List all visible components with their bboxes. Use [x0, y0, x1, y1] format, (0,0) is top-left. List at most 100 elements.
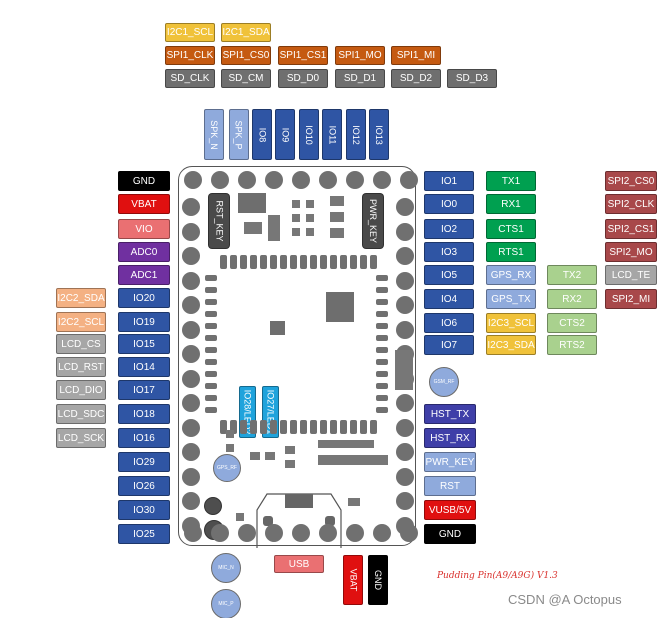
pin-label-text: IO29 [133, 456, 155, 468]
board-caption: Pudding Pin(A9/A9G) V1.3 [437, 571, 558, 581]
pin-label-sd-d2: SD_D2 [391, 69, 441, 88]
module-pad [376, 299, 388, 305]
pin-label-io0: IO0 [424, 194, 474, 214]
pin-label-vio: VIO [118, 219, 170, 239]
edge-pad [182, 345, 200, 363]
module-pad [376, 323, 388, 329]
pin-label-text: SD_D3 [455, 73, 489, 84]
component [306, 214, 314, 222]
component [238, 193, 266, 213]
gsm-rf-connector: GSM_RF [429, 367, 459, 397]
component [292, 228, 300, 236]
pin-label-i2c3-sda: I2C3_SDA [486, 335, 536, 355]
component [330, 228, 344, 238]
pin-label-text: SD_D2 [399, 73, 433, 84]
pin-label-hst-rx: HST_RX [424, 428, 476, 448]
module-pad [205, 335, 217, 341]
module-pad [310, 255, 317, 269]
pin-label-io19: IO19 [118, 312, 170, 332]
usb-socket-outline [256, 493, 342, 548]
module-pad [220, 255, 227, 269]
component [306, 200, 314, 208]
pin-label-text: VBAT [131, 198, 157, 210]
module-pad [290, 255, 297, 269]
pin-label-text: ADC1 [130, 269, 158, 281]
pin-label-text: IO12 [351, 124, 362, 145]
module-pad [205, 407, 217, 413]
pin-label-text: TX1 [501, 175, 521, 187]
watermark: CSDN @A Octopus [508, 592, 622, 607]
module-pad [360, 420, 367, 434]
pin-label-gps-tx: GPS_TX [486, 289, 536, 309]
pin-label-text: GND [438, 528, 462, 540]
pin-label-sd-d0: SD_D0 [278, 69, 328, 88]
gsm-rf-label: GSM_RF [433, 379, 455, 385]
pin-label-cts2: CTS2 [547, 313, 597, 333]
pin-label-text: LCD_TE [611, 269, 651, 281]
pin-label-i2c1-sda: I2C1_SDA [221, 23, 271, 42]
edge-pad [265, 171, 283, 189]
module-pad [300, 420, 307, 434]
pin-label-i2c1-scl: I2C1_SCL [165, 23, 215, 42]
module-pad [376, 395, 388, 401]
pin-label-text: I2C2_SDA [57, 292, 105, 304]
module-pad [230, 255, 237, 269]
pin-label-text: IO19 [133, 316, 155, 328]
module-pad [376, 407, 388, 413]
pin-label-spk-p: SPK_P [229, 109, 249, 160]
edge-pad [182, 467, 200, 486]
pin-label-text: IO2 [440, 223, 458, 235]
mounting-hole [204, 497, 222, 515]
component [236, 513, 244, 521]
module-pad [205, 275, 217, 281]
pin-label-tx2: TX2 [547, 265, 597, 285]
pin-label-text: RTS1 [498, 246, 524, 258]
pin-label-text: IO9 [279, 127, 290, 142]
edge-pad [396, 443, 414, 461]
pwr-key-button: PWR_KEY [362, 193, 384, 249]
module-pad [340, 420, 347, 434]
edge-pad [182, 247, 200, 265]
pin-label-spi1-clk: SPI1_CLK [165, 46, 215, 65]
component [306, 228, 314, 236]
module-pad [330, 420, 337, 434]
pin-label-io20: IO20 [118, 288, 170, 308]
component [226, 444, 234, 452]
module-pad [240, 420, 247, 434]
pin-label-text: IO15 [133, 338, 155, 350]
usb-text: USB [288, 558, 310, 570]
pin-label-text: IO4 [440, 293, 458, 305]
edge-pad [182, 296, 200, 314]
pin-label-i2c2-scl: I2C2_SCL [56, 312, 106, 332]
pin-label-text: CTS2 [559, 317, 585, 329]
module-pad [240, 255, 247, 269]
pin-label-rts2: RTS2 [547, 335, 597, 355]
pin-label-sd-d1: SD_D1 [335, 69, 385, 88]
module-pad [320, 255, 327, 269]
edge-pad [182, 271, 200, 290]
pin-label-io2: IO2 [424, 219, 474, 239]
pin-label-text: IO7 [440, 339, 458, 351]
pin-label-lcd-sdc: LCD_SDC [56, 404, 106, 424]
pin-label-text: SPI1_CLK [166, 50, 214, 61]
pin-label-text: RX2 [562, 293, 582, 305]
component [285, 446, 295, 454]
pin-label-sd-cm: SD_CM [221, 69, 271, 88]
pin-label-cts1: CTS1 [486, 219, 536, 239]
component [244, 222, 262, 234]
pin-label-text: I2C1_SCL [166, 27, 214, 38]
pin-label-lcd-dio: LCD_DIO [56, 380, 106, 400]
module-pad [220, 420, 227, 434]
component [330, 212, 344, 222]
module-pad [330, 255, 337, 269]
bottom-vbat-label: VBAT [343, 555, 363, 605]
pin-label-io8: IO8 [252, 109, 272, 160]
component [226, 430, 234, 438]
pin-label-io15: IO15 [118, 334, 170, 354]
pin-label-text: SPK_N [209, 119, 220, 150]
module-pad [360, 255, 367, 269]
component [318, 455, 388, 465]
module-pad [376, 371, 388, 377]
module-pad [205, 287, 217, 293]
module-pad [280, 420, 287, 434]
